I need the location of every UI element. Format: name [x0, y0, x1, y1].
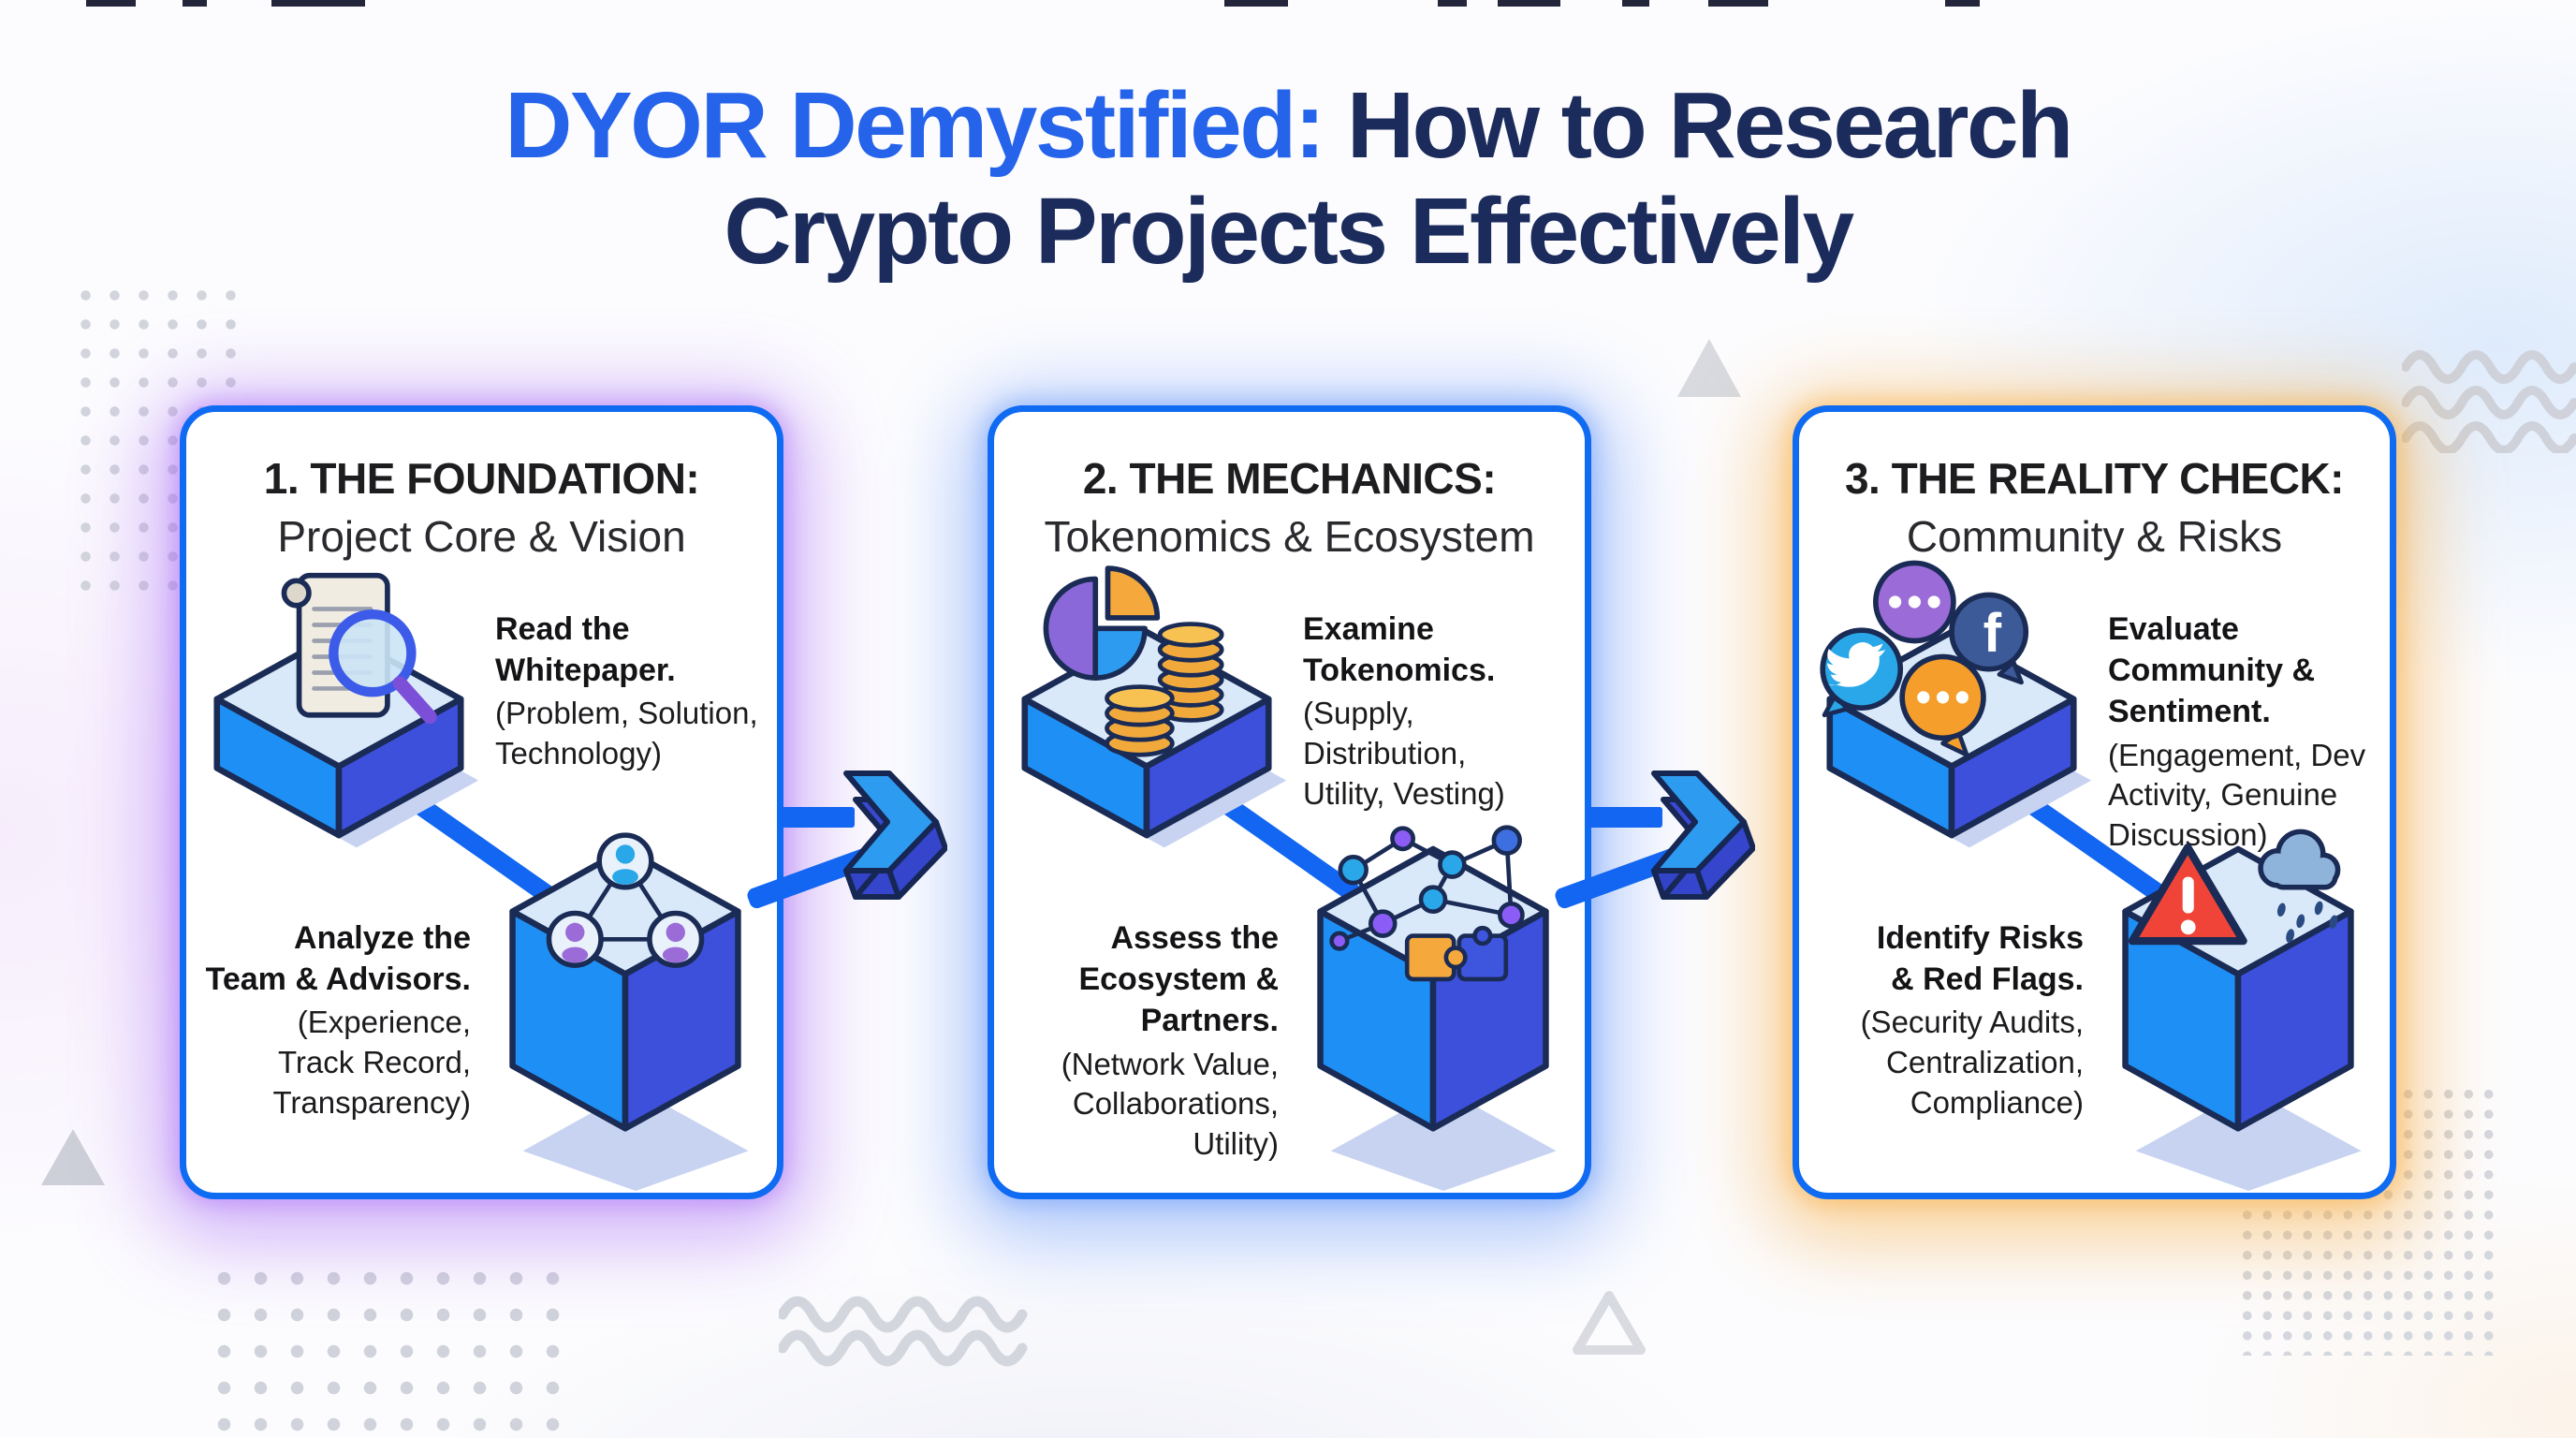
item-detail-text: (Network Value, Collaborations, Utility) [1061, 1046, 1279, 1162]
card-heading: 1. THE FOUNDATION: Project Core & Vision [186, 453, 777, 562]
warning-rain-cloud-icon [2122, 829, 2362, 1192]
item-bold-text: Identify Risks & Red Flags. [1876, 920, 2084, 998]
title-line2: Crypto Projects Effectively [724, 179, 1854, 284]
item-text: Identify Risks & Red Flags. (Security Au… [1810, 917, 2084, 1123]
social-chat-bubbles-icon: f [1820, 560, 2092, 848]
item-bold-text: Examine Tokenomics. [1303, 611, 1496, 689]
card-heading-bold: 3. THE REALITY CHECK: [1844, 454, 2345, 503]
top-edge-segment [1438, 0, 1467, 7]
top-edge-segment [1622, 0, 1649, 7]
top-edge-segment [86, 0, 136, 7]
item-bold-text: Evaluate Community & Sentiment. [2108, 611, 2315, 730]
item-detail-text: (Experience, Track Record, Transparency) [272, 1005, 471, 1121]
title-rest: How to Research [1346, 73, 2073, 178]
card-heading: 3. THE REALITY CHECK: Community & Risks [1799, 453, 2390, 562]
card-heading: 2. THE MECHANICS: Tokenomics & Ecosystem [994, 453, 1585, 562]
svg-text:f: f [1983, 603, 2002, 664]
network-puzzle-icon [1317, 825, 1557, 1192]
item-text: Read the Whitepaper. (Problem, Solution,… [495, 609, 776, 774]
top-edge-segment [1224, 0, 1288, 7]
item-bold-text: Assess the Ecosystem & Partners. [1078, 920, 1279, 1039]
arrow-chevron-icon [843, 770, 947, 900]
item-detail-text: (Supply, Distribution, Utility, Vesting) [1303, 696, 1505, 812]
card-heading-bold: 2. THE MECHANICS: [1082, 454, 1497, 503]
item-text: Analyze the Team & Advisors. (Experience… [198, 917, 471, 1123]
card-foundation: 1. THE FOUNDATION: Project Core & Vision… [180, 405, 783, 1199]
item-text: Examine Tokenomics. (Supply, Distributio… [1303, 609, 1584, 814]
arrow-chevron-icon [1651, 770, 1755, 900]
top-edge-segment [1708, 0, 1768, 7]
item-detail-text: (Security Audits, Centralization, Compli… [1860, 1005, 2084, 1121]
team-network-icon [509, 832, 749, 1192]
title-line1: DYOR Demystified: How to Research [0, 73, 2576, 179]
item-bold-text: Analyze the Team & Advisors. [205, 920, 471, 998]
wave-decoration [2402, 350, 2576, 453]
top-edge-segment [1945, 0, 1980, 7]
card-reality-check: 3. THE REALITY CHECK: Community & Risks … [1793, 405, 2396, 1199]
top-edge-segment [1498, 0, 1560, 7]
item-text: Assess the Ecosystem & Partners. (Networ… [1005, 917, 1279, 1165]
top-edge-segment [183, 0, 207, 7]
pie-chart-coins-icon [1021, 565, 1287, 848]
item-detail-text: (Problem, Solution, Technology) [495, 696, 758, 771]
dots-grid [206, 1260, 567, 1432]
item-bold-text: Read the Whitepaper. [495, 611, 676, 689]
top-edge-segment [271, 0, 365, 7]
title-highlight: DYOR Demystified: [505, 73, 1325, 178]
card-heading-bold: 1. THE FOUNDATION: [263, 454, 700, 503]
card-mechanics: 2. THE MECHANICS: Tokenomics & Ecosystem… [988, 405, 1591, 1199]
triangle-outline-decoration [1573, 1291, 1646, 1355]
scroll-magnifier-icon [213, 572, 479, 848]
triangle-decoration [1677, 339, 1741, 397]
triangle-decoration [41, 1129, 105, 1185]
page-title: DYOR Demystified: How to Research Crypto… [0, 73, 2576, 285]
wave-decoration [779, 1296, 1028, 1367]
